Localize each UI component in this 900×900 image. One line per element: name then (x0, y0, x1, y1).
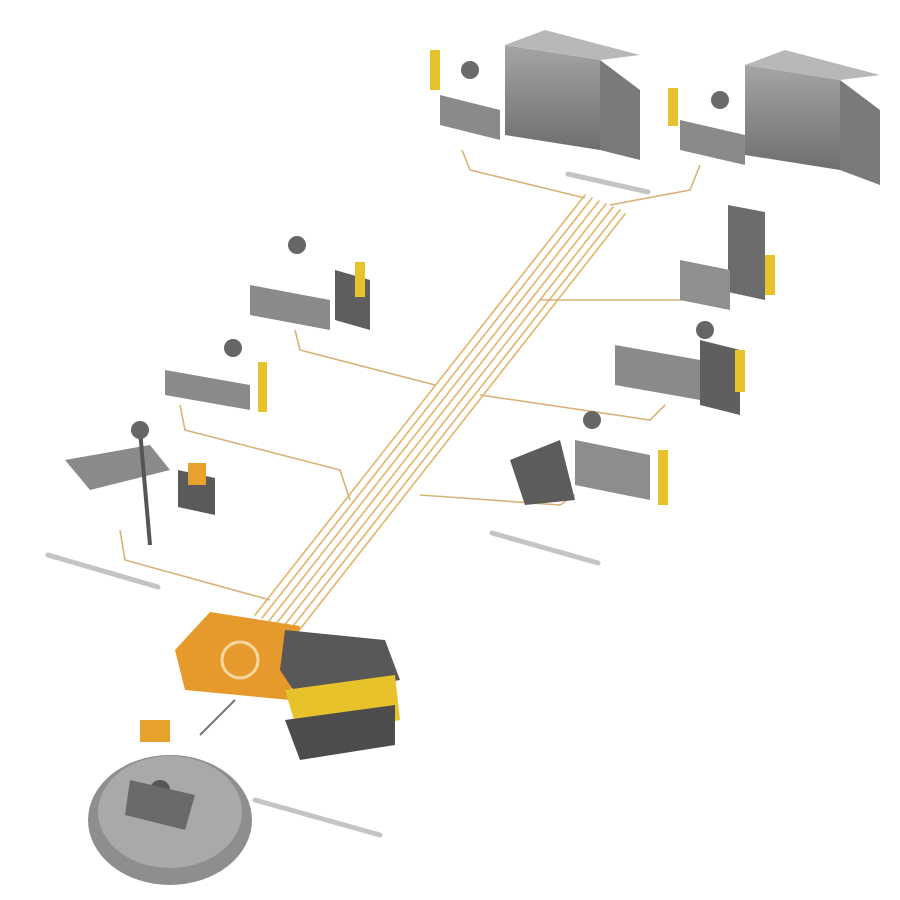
central-conveyor-bus (254, 194, 626, 634)
label-bottom (252, 797, 383, 838)
yellow-marker-icon (430, 50, 440, 90)
connector-left-1 (294, 329, 436, 386)
yellow-marker-icon (668, 88, 678, 126)
yellow-marker-icon (765, 255, 775, 295)
station-left-1 (250, 236, 370, 330)
station-right-3 (510, 411, 668, 505)
connector-top-left-machine (461, 149, 586, 199)
connector-top-right-machine (609, 164, 701, 206)
station-left-3 (65, 421, 215, 546)
hub-logo-icon (220, 640, 260, 680)
yellow-marker-icon (735, 350, 745, 392)
central-hub (175, 612, 400, 760)
station-left-2 (165, 339, 267, 412)
connector-left-3 (119, 529, 271, 601)
label-left (45, 552, 161, 590)
station-right-2 (615, 321, 745, 415)
station-labels (45, 171, 651, 838)
machine-top-right (668, 50, 880, 185)
yellow-marker-icon (258, 362, 267, 412)
station-right-1 (680, 205, 775, 310)
connector-right-2 (479, 394, 666, 421)
machine-top-left (430, 30, 640, 160)
yellow-marker-icon (658, 450, 668, 505)
label-right (489, 530, 601, 566)
label-top (565, 171, 651, 195)
yellow-marker-icon (355, 262, 365, 297)
connector-left-2 (179, 404, 351, 501)
operator-base-platform (88, 720, 252, 885)
